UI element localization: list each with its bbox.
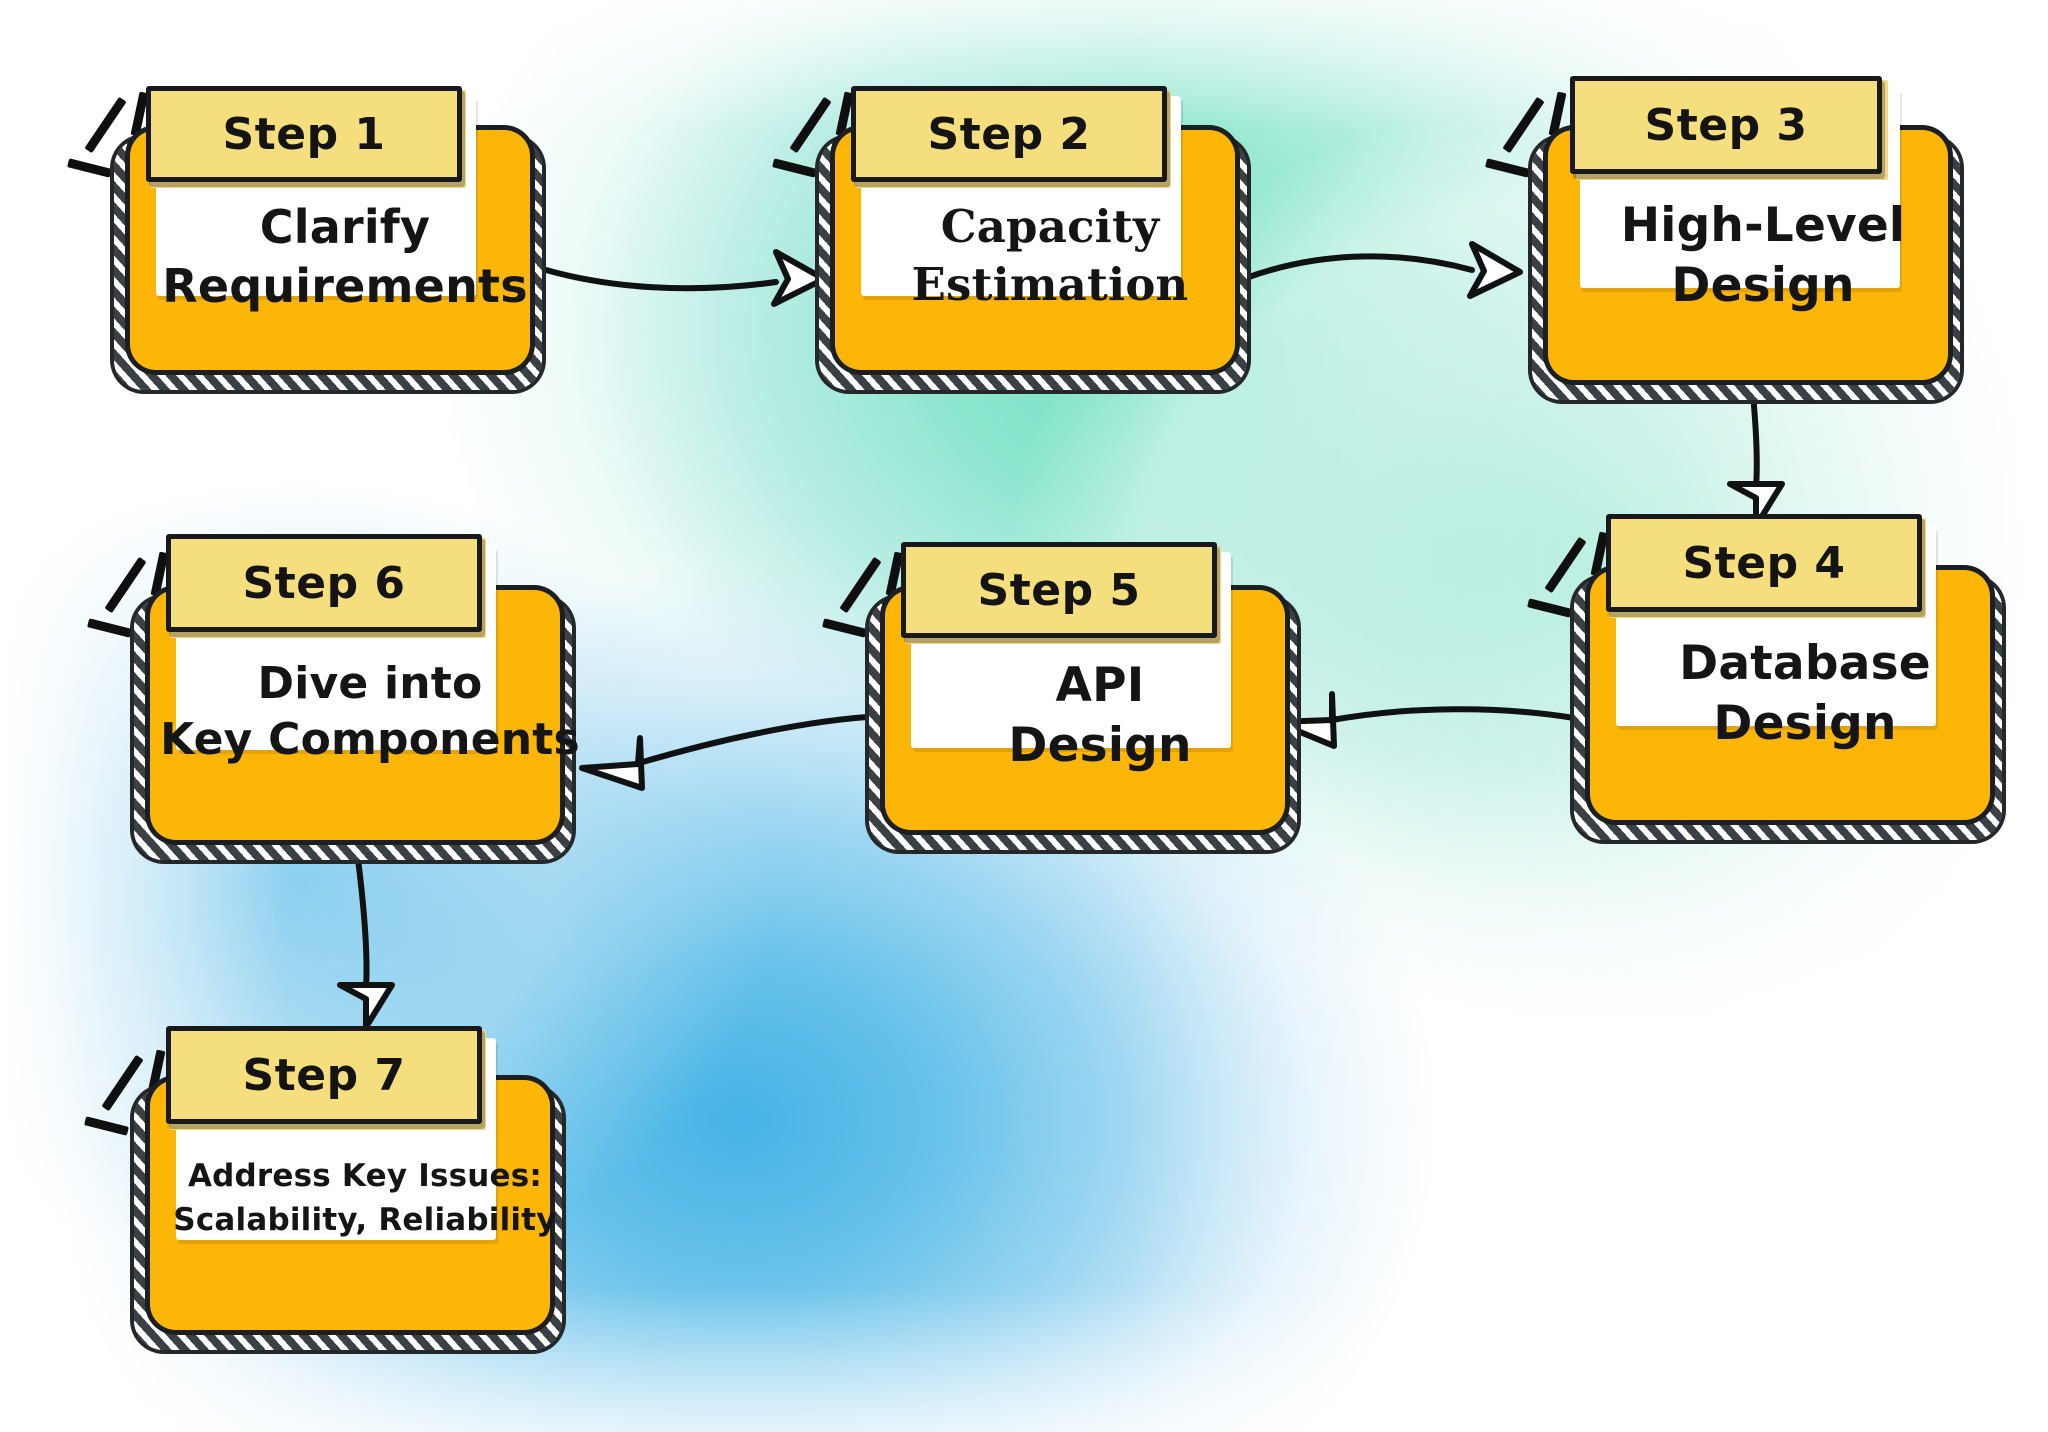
step-label-text: Step 1 [222, 108, 386, 160]
card-text: Database Design [1590, 634, 2020, 754]
step-label-text: Step 5 [977, 564, 1141, 616]
card-text: Address Key Issues: Scalability, Reliabi… [150, 1154, 580, 1242]
node-step5[interactable]: Step 5 API Design [822, 542, 1315, 850]
card-text-line1: Clarify [259, 200, 431, 254]
card-text-line1: Address Key Issues: [187, 1158, 543, 1194]
card-text-line2: Requirements [162, 258, 528, 313]
node-step2[interactable]: Step 2 Capacity Estimation [772, 86, 1265, 390]
card-text-line2: Design [1671, 258, 1855, 314]
card-text-line2: Estimation [911, 257, 1189, 311]
card-text-line2: Design [1713, 696, 1897, 752]
card-text-line2: Key Components [160, 714, 580, 766]
card-text: Capacity Estimation [835, 198, 1265, 313]
edge-step2-step3 [1243, 241, 1523, 299]
step-label-text: Step 2 [927, 108, 1091, 160]
step-label-tab[interactable]: Step 4 [1606, 514, 1922, 612]
step-label-tab[interactable]: Step 5 [901, 542, 1217, 638]
edge-step5-step6 [579, 713, 885, 791]
step-label-tab[interactable]: Step 3 [1570, 76, 1882, 174]
step-label-tab[interactable]: Step 1 [146, 86, 462, 182]
card-text: API Design [885, 656, 1315, 776]
card-text-line2: Scalability, Reliability [173, 1202, 557, 1239]
node-step4[interactable]: Step 4 Database Design [1527, 514, 2020, 840]
step-label-tab[interactable]: Step 2 [851, 86, 1167, 182]
edge-step1-step2 [543, 249, 827, 307]
step-label-text: Step 3 [1644, 99, 1808, 151]
card-text-line1: Database [1679, 636, 1931, 691]
card-text-line1: API [1055, 658, 1145, 713]
card-text: Clarify Requirements [130, 198, 560, 316]
card-text-line1: Dive into [257, 658, 483, 709]
card-text-line1: Capacity [940, 200, 1160, 253]
card-text-line2: Design [1008, 718, 1192, 774]
step-label-tab[interactable]: Step 6 [166, 534, 482, 632]
node-step6[interactable]: Step 6 Dive into Key Components [87, 534, 590, 860]
card-text: High-Level Design [1548, 196, 1978, 316]
card-text-line1: High-Level [1620, 198, 1906, 253]
node-step1[interactable]: Step 1 Clarify Requirements [67, 86, 560, 390]
node-step7[interactable]: Step 7 Address Key Issues: Scalability, … [84, 1026, 580, 1350]
step-label-text: Step 4 [1682, 537, 1846, 589]
node-step3[interactable]: Step 3 High-Level Design [1485, 76, 1978, 400]
card-text: Dive into Key Components [150, 656, 590, 769]
step-label-text: Step 6 [242, 557, 406, 609]
step-label-tab[interactable]: Step 7 [166, 1026, 482, 1124]
step-label-text: Step 7 [242, 1049, 406, 1101]
edge-step6-step7 [337, 856, 395, 1030]
